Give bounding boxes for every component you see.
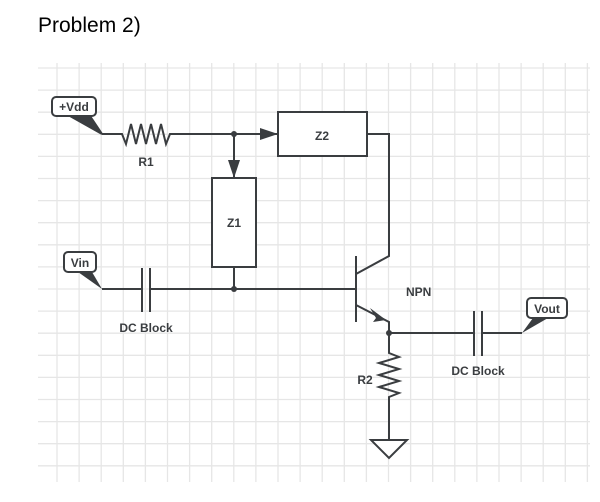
wire-to-z1 <box>228 134 240 178</box>
problem-title: Problem 2) <box>38 14 141 37</box>
junction-node <box>231 286 237 292</box>
vout-label: Vout <box>534 302 560 316</box>
vout-port[interactable]: Vout <box>522 297 568 333</box>
ground-icon <box>368 439 410 460</box>
arrow-right-icon <box>260 128 278 140</box>
impedance-z2[interactable]: Z2 <box>277 111 368 157</box>
r1-label: R1 <box>138 155 154 169</box>
resistor-r2[interactable]: R2 <box>357 333 403 440</box>
vin-label: Vin <box>71 256 89 270</box>
vdd-port[interactable]: +Vdd <box>51 96 103 135</box>
r2-label: R2 <box>357 373 373 387</box>
z1-label: Z1 <box>227 216 241 230</box>
cap-out-label: DC Block <box>451 364 505 378</box>
npn-transistor[interactable]: NPN <box>355 256 431 333</box>
vin-port[interactable]: Vin <box>63 251 102 289</box>
emitter-arrow-icon <box>370 308 386 322</box>
vdd-label: +Vdd <box>59 100 89 114</box>
cap-in-label: DC Block <box>119 321 173 335</box>
arrow-down-icon <box>228 160 240 178</box>
impedance-z1[interactable]: Z1 <box>211 177 257 268</box>
resistor-r1[interactable]: R1 <box>102 123 234 169</box>
capacitor-input[interactable]: DC Block <box>119 268 173 335</box>
npn-label: NPN <box>406 285 431 299</box>
capacitor-output[interactable]: DC Block <box>451 311 505 378</box>
z2-label: Z2 <box>315 129 329 143</box>
collector-wire <box>355 133 390 275</box>
wire-to-z2 <box>234 128 278 140</box>
